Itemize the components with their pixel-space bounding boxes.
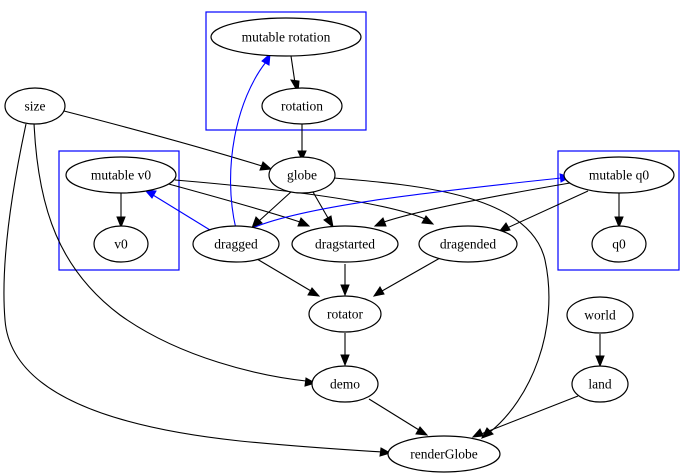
- edge-land-to-renderGlobe: [471, 395, 579, 438]
- node-demo[interactable]: demo: [311, 365, 379, 403]
- edge-size-to-globe: [63, 110, 273, 171]
- node-label: rotation: [281, 99, 323, 114]
- node-label: world: [584, 308, 616, 323]
- edge-mutable-v0-to-dragstarted: [164, 182, 311, 227]
- edge-mutable-q0-to-dragstarted: [373, 182, 571, 227]
- node-label: demo: [330, 377, 360, 392]
- edge-mutable-v0-to-v0: [116, 192, 126, 229]
- node-mutable-q0[interactable]: mutable q0: [563, 156, 675, 194]
- node-v0[interactable]: v0: [93, 225, 149, 263]
- cluster-q0: [557, 150, 680, 271]
- node-label: size: [25, 99, 46, 114]
- node-label: q0: [612, 237, 626, 252]
- edge-size-to-demo: [33, 122, 317, 387]
- edge-demo-to-renderGlobe: [368, 398, 429, 436]
- edge-world-to-land: [595, 334, 605, 368]
- node-label: globe: [287, 168, 317, 183]
- node-label: dragstarted: [315, 237, 375, 252]
- edge-dragged-to-mutable-rotation: [230, 52, 271, 230]
- node-mutable-v0[interactable]: mutable v0: [65, 156, 177, 194]
- edge-dragged-to-mutable-v0: [143, 189, 211, 231]
- node-label: dragended: [440, 237, 496, 252]
- node-renderGlobe[interactable]: renderGlobe: [387, 435, 501, 473]
- edge-mutable-q0-to-q0: [614, 192, 624, 229]
- node-label: rotator: [327, 307, 363, 322]
- edge-dragged-to-rotator: [256, 258, 321, 297]
- node-globe[interactable]: globe: [268, 156, 336, 194]
- node-rotation[interactable]: rotation: [261, 87, 343, 125]
- edge-rotator-to-demo: [340, 333, 350, 367]
- node-label: mutable q0: [589, 168, 650, 183]
- edge-dragended-to-rotator: [372, 257, 441, 297]
- node-dragended[interactable]: dragended: [418, 225, 518, 263]
- edge-rotation-to-globe: [297, 124, 307, 162]
- node-mutable-rotation[interactable]: mutable rotation: [210, 17, 362, 57]
- node-q0[interactable]: q0: [591, 225, 647, 263]
- node-label: v0: [114, 237, 128, 252]
- edge-dragstarted-to-rotator: [340, 264, 350, 297]
- node-label: mutable v0: [91, 168, 152, 183]
- edge-globe-to-dragged: [251, 190, 293, 230]
- edge-globe-to-dragstarted: [312, 191, 334, 229]
- edge-mutable-q0-to-dragended: [497, 190, 589, 233]
- node-land[interactable]: land: [571, 365, 629, 403]
- edge-mutable-v0-to-dragended: [174, 179, 435, 225]
- node-label: renderGlobe: [410, 447, 477, 462]
- node-world[interactable]: world: [566, 296, 634, 334]
- node-label: land: [588, 377, 611, 392]
- node-dragstarted[interactable]: dragstarted: [291, 225, 399, 263]
- node-rotator[interactable]: rotator: [308, 295, 382, 333]
- node-size[interactable]: size: [4, 87, 66, 125]
- cluster-rotation: [205, 11, 367, 131]
- edge-size-to-renderGlobe: [3, 123, 392, 457]
- node-dragged[interactable]: dragged: [192, 225, 280, 263]
- node-label: dragged: [214, 237, 258, 252]
- node-label: mutable rotation: [242, 30, 331, 45]
- edge-mutable-rotation-to-rotation: [290, 55, 300, 94]
